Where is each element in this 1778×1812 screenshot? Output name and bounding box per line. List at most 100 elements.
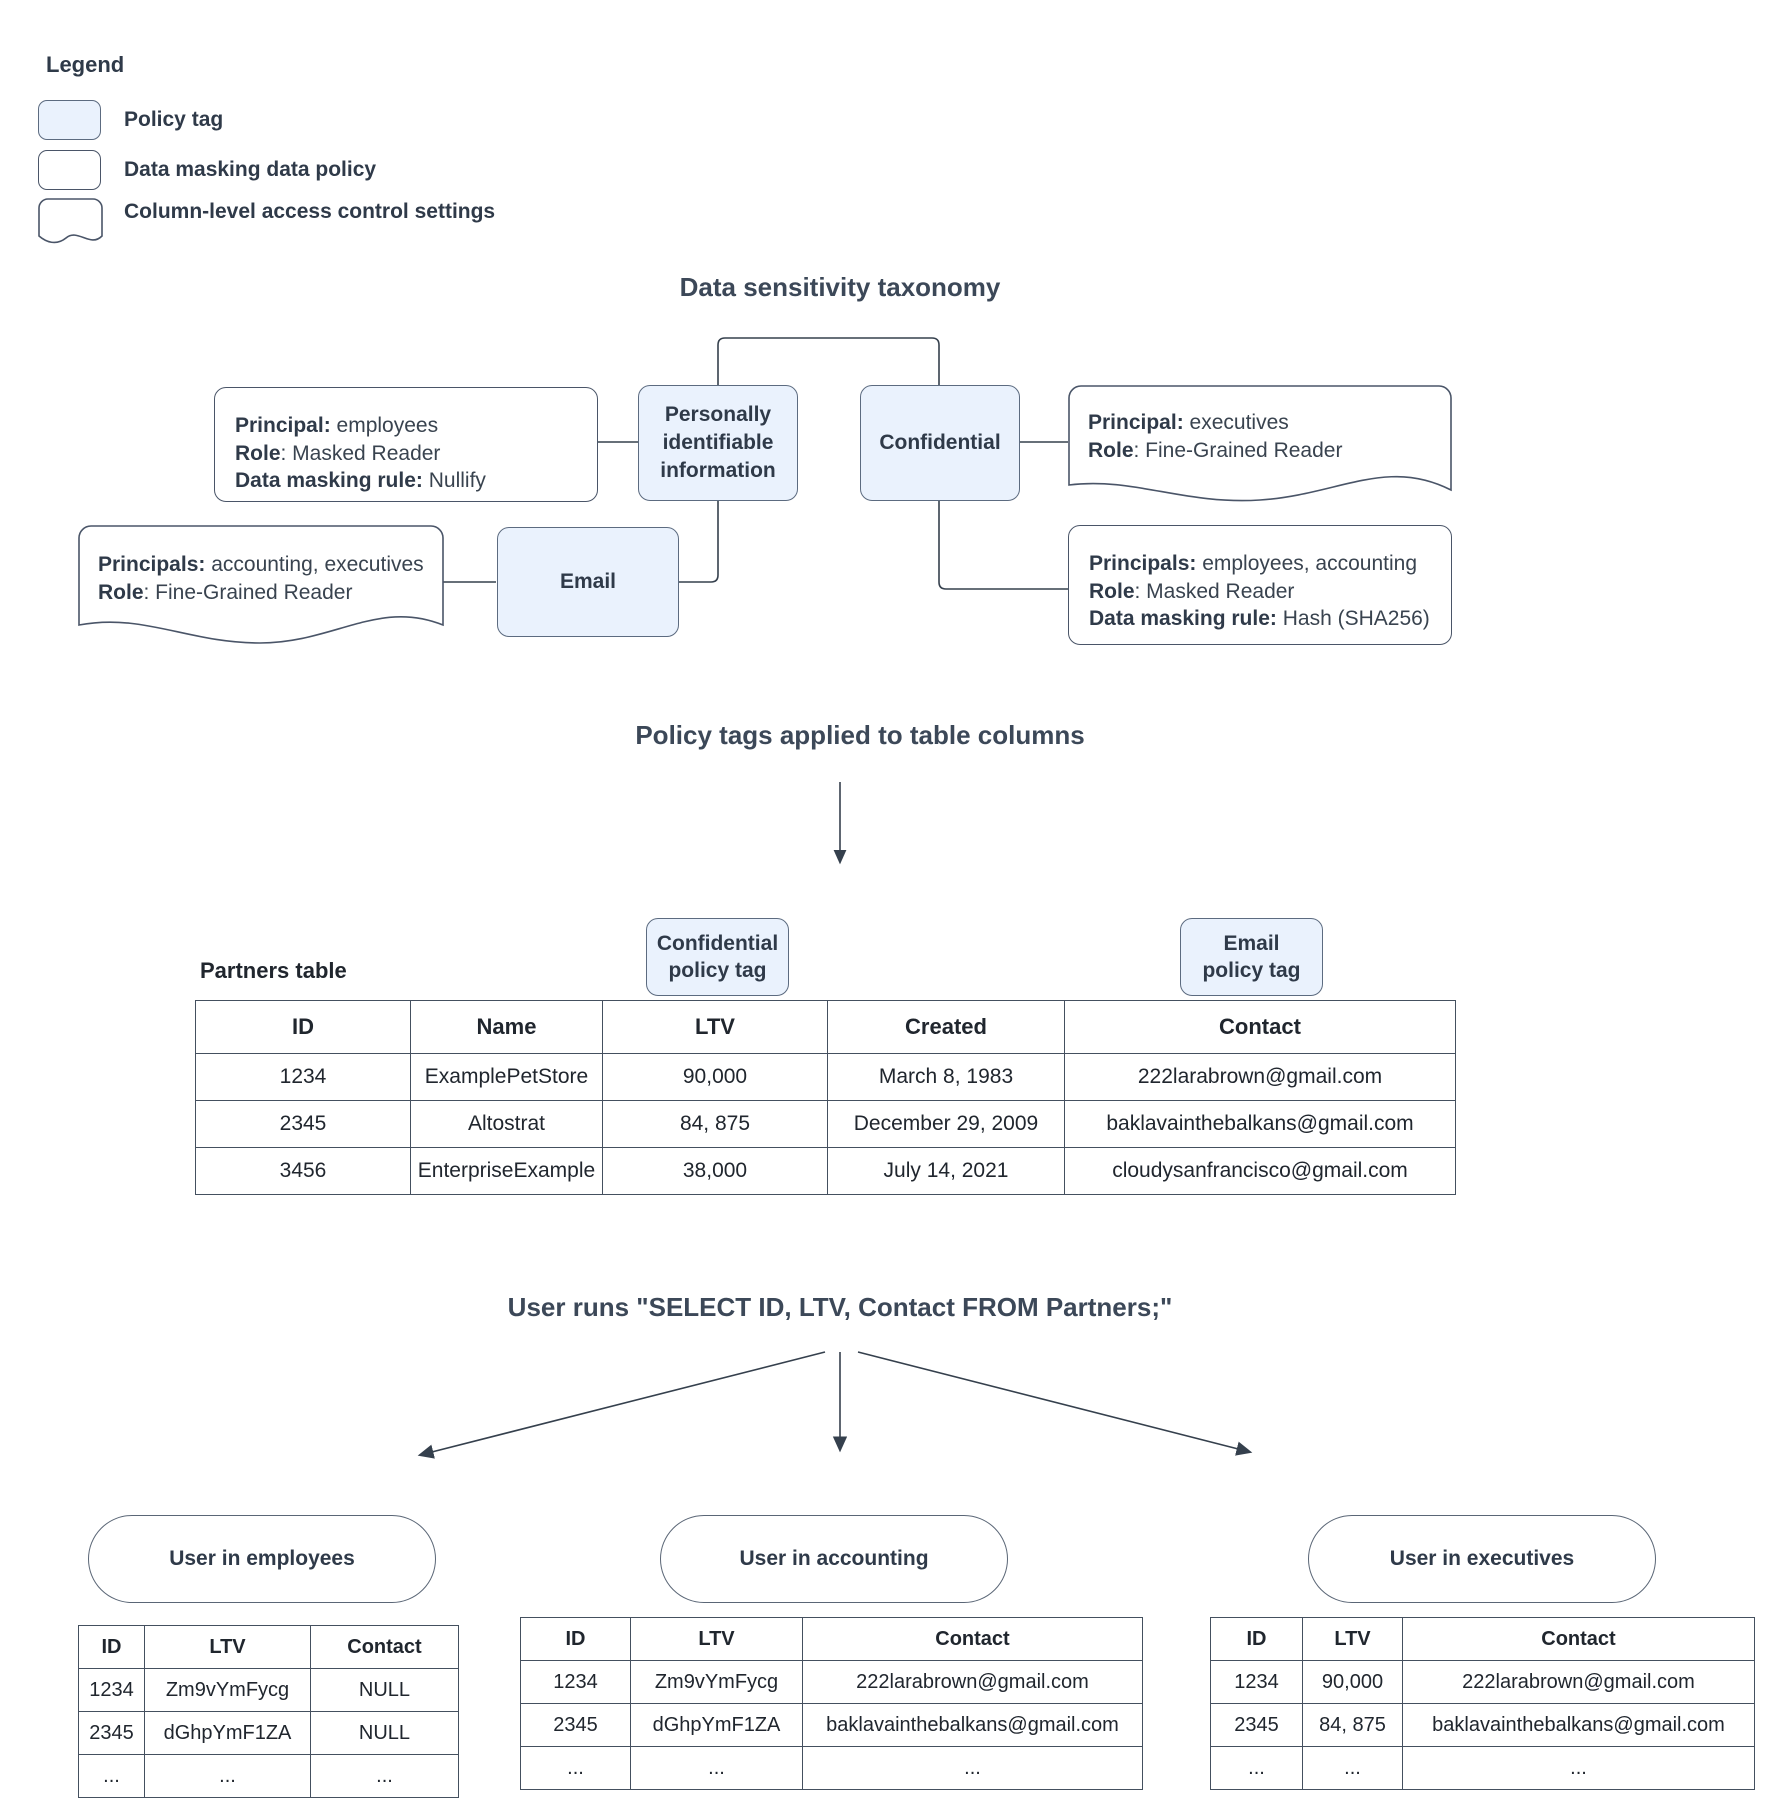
legend-swatch-data-masking bbox=[38, 150, 101, 190]
table-row: 1234 ExamplePetStore 90,000 March 8, 198… bbox=[195, 1053, 1456, 1101]
cell: 222larabrown@gmail.com bbox=[802, 1660, 1143, 1704]
table-row: 2345 Altostrat 84, 875 December 29, 2009… bbox=[195, 1100, 1456, 1148]
table-row: 3456 EnterpriseExample 38,000 July 14, 2… bbox=[195, 1147, 1456, 1195]
legend-label-column-access: Column-level access control settings bbox=[124, 200, 496, 223]
applied-title: Policy tags applied to table columns bbox=[635, 720, 1085, 750]
cell: dGhpYmF1ZA bbox=[144, 1711, 311, 1755]
cell: ... bbox=[78, 1754, 145, 1798]
cell: 90,000 bbox=[602, 1053, 828, 1101]
column-header-id: ID bbox=[520, 1617, 631, 1661]
cell: ... bbox=[520, 1746, 631, 1790]
pill-label: User in employees bbox=[169, 1547, 355, 1570]
result-table-accounting: ID LTV Contact 1234 Zm9vYmFycg 222larabr… bbox=[520, 1617, 1143, 1790]
table-row: 1234 Zm9vYmFycg 222larabrown@gmail.com bbox=[520, 1660, 1143, 1704]
cell: ... bbox=[1302, 1746, 1403, 1790]
cell: 222larabrown@gmail.com bbox=[1064, 1053, 1456, 1101]
column-header-contact: Contact bbox=[1402, 1617, 1755, 1661]
cell: ... bbox=[1402, 1746, 1755, 1790]
taxonomy-title: Data sensitivity taxonomy bbox=[679, 272, 1001, 302]
column-header-contact: Contact bbox=[802, 1617, 1143, 1661]
policy-tag-email[interactable]: Email bbox=[497, 527, 679, 637]
cell: 2345 bbox=[78, 1711, 145, 1755]
table-row: ... ... ... bbox=[1210, 1746, 1755, 1790]
column-header-contact: Contact bbox=[310, 1625, 459, 1669]
column-access-policy-confidential[interactable]: Principal: executives Role: Fine-Grained… bbox=[1068, 385, 1452, 505]
tag-line-1: Email bbox=[1223, 931, 1280, 955]
cell: baklavainthebalkans@gmail.com bbox=[1064, 1100, 1456, 1148]
cell: 2345 bbox=[1210, 1703, 1303, 1747]
column-header-id: ID bbox=[1210, 1617, 1303, 1661]
tag-line-2: policy tag bbox=[668, 959, 767, 982]
column-access-policy-email[interactable]: Principals: accounting, executives Role:… bbox=[78, 525, 444, 645]
cell: March 8, 1983 bbox=[827, 1053, 1065, 1101]
policy-line: Principals: employees, accounting bbox=[1089, 552, 1418, 575]
cell: NULL bbox=[310, 1711, 459, 1755]
cell: 222larabrown@gmail.com bbox=[1402, 1660, 1755, 1704]
table-header-row: ID LTV Contact bbox=[78, 1625, 459, 1669]
cell: 3456 bbox=[195, 1147, 411, 1195]
policy-line: Principal: executives bbox=[1088, 411, 1289, 434]
user-group-executives[interactable]: User in executives bbox=[1308, 1515, 1656, 1603]
cell: 90,000 bbox=[1302, 1660, 1403, 1704]
table-row: ... ... ... bbox=[78, 1754, 459, 1798]
policy-line: Role: Masked Reader bbox=[235, 441, 441, 465]
taxonomy-connectors bbox=[443, 337, 1068, 590]
result-table-accounting-wrapper: ID LTV Contact 1234 Zm9vYmFycg 222larabr… bbox=[520, 1617, 1143, 1790]
policy-line: Role: Fine-Grained Reader bbox=[1088, 438, 1343, 462]
cell: ExamplePetStore bbox=[410, 1053, 603, 1101]
column-header-ltv: LTV bbox=[630, 1617, 803, 1661]
policy-line: Data masking rule: Nullify bbox=[235, 469, 486, 493]
table-header-row: ID LTV Contact bbox=[1210, 1617, 1755, 1661]
cell: 1234 bbox=[1210, 1660, 1303, 1704]
pill-label: User in executives bbox=[1389, 1547, 1575, 1570]
table-row: ... ... ... bbox=[520, 1746, 1143, 1790]
cell: ... bbox=[144, 1754, 311, 1798]
table-header-row: ID LTV Contact bbox=[520, 1617, 1143, 1661]
partners-table: ID Name LTV Created Contact 1234 Example… bbox=[195, 1000, 1456, 1195]
cell: Zm9vYmFycg bbox=[630, 1660, 803, 1704]
pill-label: User in accounting bbox=[739, 1547, 929, 1570]
legend-label-data-masking: Data masking data policy bbox=[124, 158, 377, 181]
cell: ... bbox=[802, 1746, 1143, 1790]
policy-line: Role: Fine-Grained Reader bbox=[98, 580, 353, 604]
cell: ... bbox=[630, 1746, 803, 1790]
confidential-policy-tag-badge[interactable]: Confidential policy tag bbox=[646, 918, 789, 996]
result-table-executives: ID LTV Contact 1234 90,000 222larabrown@… bbox=[1210, 1617, 1755, 1790]
wavy-shape bbox=[78, 525, 444, 644]
result-table-employees: ID LTV Contact 1234 Zm9vYmFycg NULL 2345… bbox=[78, 1625, 459, 1798]
cell: Altostrat bbox=[410, 1100, 603, 1148]
tag-line-1: Confidential bbox=[656, 931, 779, 955]
cell: 2345 bbox=[520, 1703, 631, 1747]
cell: ... bbox=[1210, 1746, 1303, 1790]
cell: December 29, 2009 bbox=[827, 1100, 1065, 1148]
policy-tag-pii[interactable]: Personally identifiable information bbox=[638, 385, 798, 501]
legend-swatch-policy-tag bbox=[38, 100, 101, 140]
table-row: 2345 84, 875 baklavainthebalkans@gmail.c… bbox=[1210, 1703, 1755, 1747]
cell: 1234 bbox=[520, 1660, 631, 1704]
column-header-contact: Contact bbox=[1064, 1000, 1456, 1054]
user-group-employees[interactable]: User in employees bbox=[88, 1515, 436, 1603]
email-policy-tag-badge[interactable]: Email policy tag bbox=[1180, 918, 1323, 996]
cell: 84, 875 bbox=[1302, 1703, 1403, 1747]
cell: July 14, 2021 bbox=[827, 1147, 1065, 1195]
data-masking-policy-pii[interactable]: Principal: employees Role: Masked Reader… bbox=[214, 387, 598, 502]
cell: NULL bbox=[310, 1668, 459, 1712]
wavy-shape bbox=[1068, 385, 1452, 502]
tag-line-2: policy tag bbox=[1202, 959, 1301, 982]
cell: 2345 bbox=[195, 1100, 411, 1148]
policy-line: Principal: employees bbox=[235, 414, 439, 437]
user-group-accounting[interactable]: User in accounting bbox=[660, 1515, 1008, 1603]
cell: baklavainthebalkans@gmail.com bbox=[802, 1703, 1143, 1747]
policy-line: Role: Masked Reader bbox=[1089, 579, 1295, 603]
policy-tag-confidential[interactable]: Confidential bbox=[860, 385, 1020, 501]
column-header-ltv: LTV bbox=[1302, 1617, 1403, 1661]
query-title: User runs "SELECT ID, LTV, Contact FROM … bbox=[507, 1292, 1173, 1322]
result-table-employees-wrapper: ID LTV Contact 1234 Zm9vYmFycg NULL 2345… bbox=[78, 1625, 459, 1798]
cell: 1234 bbox=[78, 1668, 145, 1712]
policy-line: Principals: accounting, executives bbox=[98, 553, 424, 576]
data-masking-policy-confidential[interactable]: Principals: employees, accounting Role: … bbox=[1068, 525, 1452, 645]
legend-label-policy-tag: Policy tag bbox=[124, 108, 224, 131]
cell: baklavainthebalkans@gmail.com bbox=[1402, 1703, 1755, 1747]
